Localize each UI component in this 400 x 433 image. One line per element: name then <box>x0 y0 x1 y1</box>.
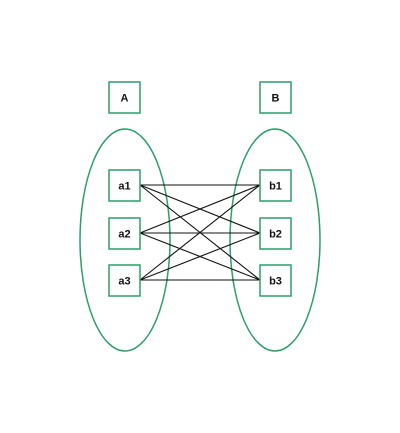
set-a-header-label: A <box>121 93 129 105</box>
node-b1-label: b1 <box>269 181 282 193</box>
node-a1-box <box>108 169 141 202</box>
set-a-header: A <box>108 81 141 114</box>
node-b3-label: b3 <box>269 276 282 288</box>
node-a1: a1 <box>108 169 141 202</box>
set-b-header-label: B <box>272 93 280 105</box>
node-a2-label: a2 <box>118 229 130 241</box>
node-b2: b2 <box>259 217 292 250</box>
set-b-header-box <box>259 81 292 114</box>
node-a2: a2 <box>108 217 141 250</box>
edge-a3-b1 <box>139 184 261 281</box>
node-b1-box <box>259 169 292 202</box>
set-b-header: B <box>259 81 292 114</box>
node-a1-label: a1 <box>118 181 130 193</box>
edge-a2-b1 <box>139 184 261 234</box>
node-a3-label: a3 <box>118 276 130 288</box>
edges-group <box>139 184 261 281</box>
node-a3-box <box>108 264 141 297</box>
node-b3: b3 <box>259 264 292 297</box>
node-b3-box <box>259 264 292 297</box>
node-b2-label: b2 <box>269 229 282 241</box>
set-a-ellipse <box>79 128 171 352</box>
node-a3: a3 <box>108 264 141 297</box>
node-b2-box <box>259 217 292 250</box>
node-a2-box <box>108 217 141 250</box>
set-a-header-box <box>108 81 141 114</box>
edge-a3-b2 <box>139 232 261 281</box>
node-b1: b1 <box>259 169 292 202</box>
set-b-ellipse <box>229 128 321 352</box>
